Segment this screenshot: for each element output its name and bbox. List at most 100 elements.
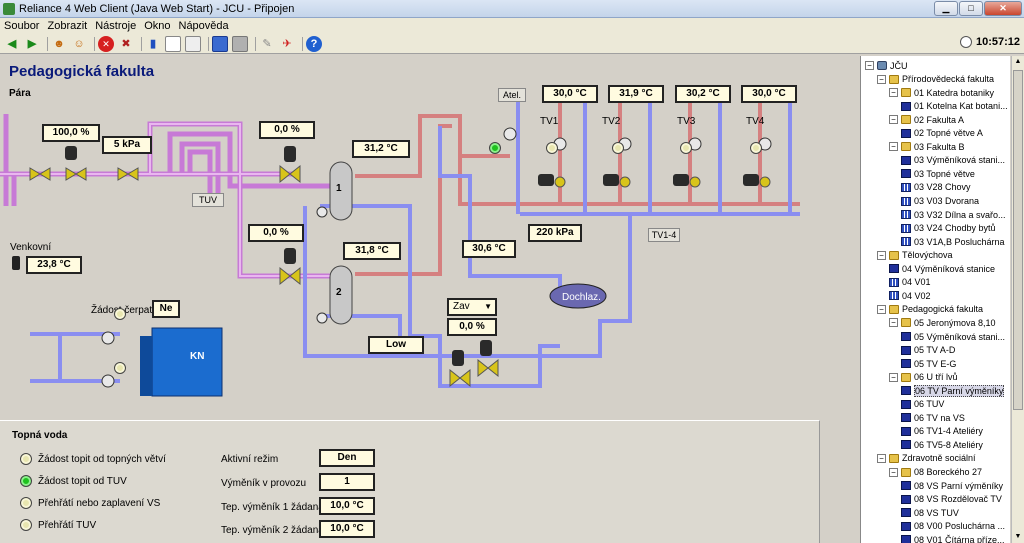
- scroll-down-icon[interactable]: ▼: [1014, 533, 1022, 540]
- tree-item[interactable]: −05 Jeronýmova 8,10: [889, 316, 996, 329]
- valve2-percent[interactable]: 0,0 %: [248, 224, 304, 242]
- tree-item[interactable]: −06 U tří lvů: [889, 371, 958, 384]
- tree-item[interactable]: 06 TV1-4 Ateliéry: [901, 425, 983, 438]
- param-value[interactable]: Den: [319, 449, 375, 467]
- mode-percent[interactable]: 0,0 %: [447, 318, 497, 336]
- tree-item[interactable]: −Přírodovědecká fakulta: [877, 73, 994, 86]
- tree-item[interactable]: 04 V01: [889, 276, 931, 289]
- stop-icon[interactable]: ✕: [98, 35, 114, 52]
- tree-item[interactable]: −Tělovýchova: [877, 249, 953, 262]
- exchanger-2-temp[interactable]: 31,8 °C: [343, 242, 401, 260]
- tree-item[interactable]: 08 VS Rozdělovač TV: [901, 493, 1002, 506]
- pin-icon[interactable]: ✈: [282, 37, 292, 50]
- alarm-icon[interactable]: ✖: [121, 37, 131, 50]
- scroll-up-icon[interactable]: ▲: [1014, 58, 1022, 65]
- print-icon[interactable]: [185, 35, 201, 52]
- tree-item[interactable]: −Pedagogická fakulta: [877, 303, 983, 316]
- tree-item[interactable]: 06 TV na VS: [901, 411, 965, 424]
- steam-pressure-value[interactable]: 5 kPa: [102, 136, 152, 154]
- exchanger-1-temp[interactable]: 31,2 °C: [352, 140, 410, 158]
- menu-window[interactable]: Okno: [144, 20, 171, 32]
- tree-item[interactable]: −Zdravotně sociální: [877, 452, 976, 465]
- chart-icon[interactable]: ▮: [149, 37, 157, 50]
- user-logout-icon[interactable]: ☺: [73, 37, 85, 50]
- tree-item[interactable]: 02 Topné větve A: [901, 127, 983, 140]
- tree-expand-icon[interactable]: −: [877, 453, 886, 463]
- valve1-percent[interactable]: 0,0 %: [259, 121, 315, 139]
- tree-item[interactable]: 05 TV E-G: [901, 357, 956, 370]
- tree-item[interactable]: 04 V02: [889, 289, 931, 302]
- branch-temp-tv3[interactable]: 30,2 °C: [675, 85, 731, 103]
- menu-file[interactable]: Soubor: [4, 20, 40, 32]
- tree-item[interactable]: 03 V1A,B Posluchárna: [901, 235, 1005, 248]
- tv14-button[interactable]: TV1-4: [648, 228, 680, 242]
- tree-item[interactable]: −03 Fakulta B: [889, 140, 965, 153]
- tree-expand-icon[interactable]: −: [889, 318, 898, 328]
- tree-scrollbar[interactable]: ▲ ▼: [1011, 56, 1024, 543]
- level-low-indicator[interactable]: Low: [368, 336, 424, 354]
- chevron-down-icon: ▼: [484, 302, 492, 311]
- return-temp[interactable]: 30,6 °C: [462, 240, 516, 258]
- pump-request-value[interactable]: Ne: [152, 300, 180, 318]
- tree-item[interactable]: 03 V24 Chodby bytů: [901, 222, 996, 235]
- monitor-icon[interactable]: [212, 35, 228, 52]
- outdoor-temp[interactable]: 23,8 °C: [26, 256, 82, 274]
- window-icon[interactable]: [165, 35, 181, 52]
- help-icon[interactable]: ?: [306, 35, 322, 52]
- tree-expand-icon[interactable]: −: [889, 88, 898, 98]
- branch-temp-tv2[interactable]: 31,9 °C: [608, 85, 664, 103]
- param-value[interactable]: 10,0 °C: [319, 497, 375, 515]
- tree-item[interactable]: 06 TUV: [901, 398, 944, 411]
- tree-item[interactable]: 08 V00 Posluchárna ...: [901, 520, 1005, 533]
- param-value[interactable]: 10,0 °C: [319, 520, 375, 538]
- tree-expand-icon[interactable]: −: [877, 74, 886, 84]
- tree-expand-icon[interactable]: −: [889, 142, 898, 152]
- tree-item[interactable]: −02 Fakulta A: [889, 113, 964, 126]
- tree-item[interactable]: 06 TV5-8 Ateliéry: [901, 438, 983, 451]
- branch-temp-tv4[interactable]: 30,0 °C: [741, 85, 797, 103]
- steam-valve-percent[interactable]: 100,0 %: [42, 124, 100, 142]
- tree-item[interactable]: 06 TV Parní výměníky: [901, 384, 1005, 397]
- tree-item[interactable]: 03 Topné větve: [901, 167, 975, 180]
- tree-item[interactable]: 05 Výměníková stani...: [901, 330, 1005, 343]
- tree-item[interactable]: 03 V03 Dvorana: [901, 195, 979, 208]
- monitors-icon[interactable]: [232, 35, 248, 52]
- tree-item[interactable]: −08 Boreckého 27: [889, 466, 982, 479]
- close-button[interactable]: ✕: [984, 1, 1022, 16]
- menu-help[interactable]: Nápověda: [178, 20, 229, 32]
- tree-item[interactable]: −JČU: [865, 59, 908, 72]
- maximize-button[interactable]: □: [959, 1, 983, 16]
- tree-expand-icon[interactable]: −: [889, 115, 898, 125]
- menu-view[interactable]: Zobrazit: [47, 20, 88, 32]
- tree-item[interactable]: 08 V01 Čítárna příze...: [901, 533, 1005, 543]
- atel-button[interactable]: Atel.: [498, 88, 526, 102]
- scrollbar-thumb[interactable]: [1013, 70, 1023, 410]
- user-login-icon[interactable]: ☻: [53, 37, 65, 50]
- tank-label: Dochlaz.: [562, 292, 601, 303]
- tree-item[interactable]: 03 V28 Chovy: [901, 181, 971, 194]
- back-arrow-icon[interactable]: ◀: [7, 37, 17, 50]
- mode-select[interactable]: Zav▼: [447, 298, 497, 316]
- tree-item-label: 08 V01 Čítárna příze...: [914, 534, 1005, 543]
- tree-item[interactable]: 08 VS TUV: [901, 506, 959, 519]
- tree-expand-icon[interactable]: −: [877, 250, 886, 260]
- param-value[interactable]: 1: [319, 473, 375, 491]
- forward-arrow-icon[interactable]: ▶: [27, 37, 37, 50]
- menu-tools[interactable]: Nástroje: [95, 20, 137, 32]
- tree-expand-icon[interactable]: −: [865, 61, 874, 70]
- tree-item[interactable]: 08 VS Parní výměníky: [901, 479, 1003, 492]
- tree-item[interactable]: 05 TV A-D: [901, 344, 955, 357]
- pen-icon[interactable]: ✎: [262, 37, 272, 50]
- branch-temp-tv1[interactable]: 30,0 °C: [542, 85, 598, 103]
- tree-item[interactable]: −01 Katedra botaniky: [889, 86, 994, 99]
- tree-item[interactable]: 01 Kotelna Kat botani...: [901, 100, 1008, 113]
- main-pressure[interactable]: 220 kPa: [528, 224, 582, 242]
- tree-expand-icon[interactable]: −: [889, 467, 898, 477]
- tree-item[interactable]: 03 Výměníková stani...: [901, 154, 1005, 167]
- minimize-button[interactable]: ▁: [934, 1, 958, 16]
- tuv-button[interactable]: TUV: [192, 193, 224, 207]
- tree-expand-icon[interactable]: −: [877, 304, 886, 314]
- tree-item[interactable]: 03 V32 Dílna a svařo...: [901, 208, 1006, 221]
- tree-item[interactable]: 04 Výměníková stanice: [889, 262, 995, 275]
- tree-expand-icon[interactable]: −: [889, 372, 898, 382]
